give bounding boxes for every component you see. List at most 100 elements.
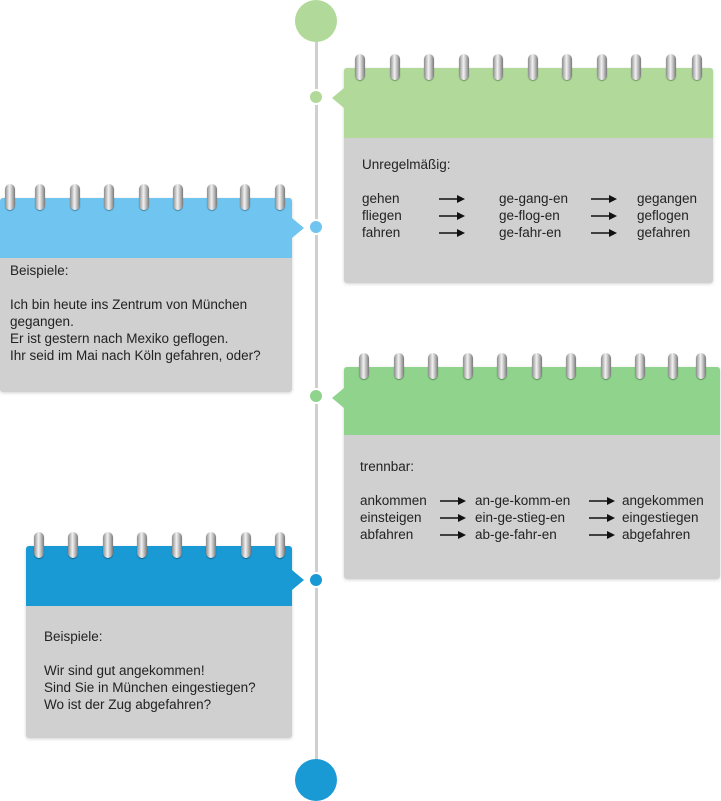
spiral-ring-icon [635,353,645,379]
card-label: Unregelmäßig: [362,157,451,172]
card-header [332,54,713,138]
spiral-ring-icon [173,184,183,210]
card-body: Beispiele: Ich bin heute ins Zentrum von… [10,262,290,364]
right-arrow-icon [589,513,622,523]
card-header [0,184,304,258]
spiral-ring-icon [459,54,469,80]
card-pointer [332,88,344,108]
timeline-dot-beispiele-2 [308,572,324,588]
partizip-construction: ein-ge-stieg-en [475,510,566,525]
partizip: gefahren [637,225,691,240]
example-sentence: Sind Sie in München eingestiegen? [44,680,256,695]
spiral-ring-icon [5,184,15,210]
spiral-ring-icon [424,54,434,80]
spiral-ring-icon [692,54,702,80]
spiral-ring-icon [206,532,216,558]
spiral-ring-icon [35,184,45,210]
card-pointer [292,570,304,590]
right-arrow-icon [440,513,475,523]
partizip: geflogen [637,208,689,223]
card-pointer [332,388,344,408]
spiral-ring-icon [240,184,250,210]
infinitive: fahren [362,225,401,240]
spiral-ring-icon [70,184,80,210]
spiral-ring-icon [428,353,438,379]
spiral-ring-icon [139,184,149,210]
timeline-dot-unregelmaessig [308,89,324,105]
spiral-ring-icon [532,353,542,379]
partizip-construction: ge-flog-en [499,208,560,223]
right-arrow-icon [439,228,499,238]
spiral-ring-icon [394,353,404,379]
spiral-ring-icon [390,54,400,80]
partizip: abgefahren [622,527,691,542]
verb-row: fliegen ge-flog-en geflogen [362,207,707,224]
spiral-ring-icon [68,532,78,558]
card-header [26,532,304,606]
infinitive: fliegen [362,208,402,223]
right-arrow-icon [439,211,499,221]
verb-row: ankommen an-ge-komm-en angekommen [360,492,718,509]
infinitive: ankommen [360,493,427,508]
spiral-ring-icon [696,353,706,379]
right-arrow-icon [439,194,499,204]
spiral-ring-icon [497,353,507,379]
right-arrow-icon [589,530,622,540]
spiral-rings [0,184,292,214]
right-arrow-icon [589,496,622,506]
spiral-ring-icon [241,532,251,558]
right-arrow-icon [591,211,637,221]
spiral-ring-icon [275,532,285,558]
example-sentence: Er ist gestern nach Mexiko geflogen. [10,331,229,346]
right-arrow-icon [591,194,637,204]
infinitive: abfahren [360,527,414,542]
spiral-ring-icon [172,532,182,558]
card-body: Beispiele: Wir sind gut angekommen! Sind… [44,628,289,713]
partizip: angekommen [622,493,704,508]
spiral-ring-icon [601,353,611,379]
spiral-ring-icon [463,353,473,379]
partizip-construction: ge-fahr-en [499,225,562,240]
spiral-rings [344,54,713,84]
card-label: Beispiele: [10,263,69,278]
spiral-ring-icon [631,54,641,80]
spiral-ring-icon [103,532,113,558]
spiral-ring-icon [104,184,114,210]
partizip: gegangen [637,191,698,206]
timeline-dot-trennbar [308,388,324,404]
right-arrow-icon [440,496,475,506]
partizip-construction: ge-gang-en [499,191,569,206]
spiral-ring-icon [566,353,576,379]
partizip: eingestiegen [622,510,699,525]
spiral-ring-icon [207,184,217,210]
card-header [332,353,720,435]
spiral-ring-icon [359,353,369,379]
card-beispiele-1: Beispiele: Ich bin heute ins Zentrum von… [0,184,304,392]
spiral-ring-icon [562,54,572,80]
card-beispiele-2: Beispiele: Wir sind gut angekommen! Sind… [26,532,304,738]
timeline-start-circle [295,0,337,42]
spiral-ring-icon [668,353,678,379]
infinitive: einsteigen [360,510,422,525]
example-sentence: gegangen. [10,314,74,329]
card-label: trennbar: [360,459,415,474]
partizip-construction: an-ge-komm-en [475,493,571,508]
spiral-ring-icon [34,532,44,558]
timeline-dot-beispiele-1 [308,219,324,235]
spiral-ring-icon [493,54,503,80]
verb-row: einsteigen ein-ge-stieg-en eingestiegen [360,509,718,526]
example-sentence: Ich bin heute ins Zentrum von München [10,297,248,312]
card-body: Unregelmäßig: gehen ge-gang-en gegangen … [362,156,707,241]
card-label: Beispiele: [44,629,103,644]
spiral-ring-icon [275,184,285,210]
right-arrow-icon [440,530,475,540]
card-body: trennbar: ankommen an-ge-komm-en angekom… [360,458,718,543]
timeline-end-circle [295,759,337,801]
spiral-rings [344,353,720,383]
verb-row: fahren ge-fahr-en gefahren [362,224,707,241]
spiral-ring-icon [355,54,365,80]
right-arrow-icon [591,228,637,238]
verb-row: gehen ge-gang-en gegangen [362,190,707,207]
example-sentence: Wo ist der Zug abgefahren? [44,697,212,712]
card-trennbar: trennbar: ankommen an-ge-komm-en angekom… [332,353,720,579]
